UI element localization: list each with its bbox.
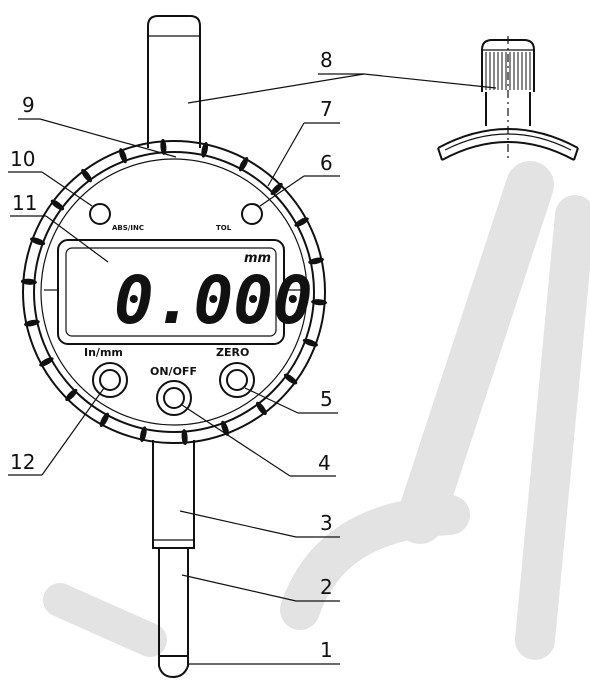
watermark [43,161,590,660]
callout-12: 12 [10,450,35,474]
callout-9: 9 [22,93,35,117]
callout-8: 8 [320,48,333,72]
in-mm-label: In/mm [84,346,123,359]
lcd-display [44,239,304,345]
stem [152,440,195,549]
bezel-notch [24,319,40,327]
bezel-notch [311,299,328,306]
lift-cap-detail [437,36,579,161]
bezel-notch [81,168,92,183]
abs-inc-button[interactable] [89,203,111,225]
callout-11: 11 [12,191,37,215]
bezel-notch [139,426,147,443]
bezel-notch [181,429,188,446]
callout-1: 1 [320,638,333,662]
callout-leaders [8,73,497,665]
callout-6: 6 [320,151,333,175]
bezel-notch [283,373,298,385]
lcd-reading: 0.000 [114,262,313,339]
bezel-notch [201,141,209,158]
contact-point [158,655,189,679]
callout-7: 7 [320,97,333,121]
abs-inc-label: ABS/INC [112,224,144,232]
zero-button[interactable] [219,362,255,398]
bezel-notch [20,278,37,285]
callout-5: 5 [320,387,333,411]
bezel-notch [99,412,110,427]
callout-2: 2 [320,575,333,599]
bezel-notch [30,237,46,246]
bezel-notch [119,148,127,164]
bezel-notch [238,157,249,172]
callout-3: 3 [320,511,333,535]
callout-10: 10 [10,147,35,171]
tol-label: TOL [216,224,232,232]
tol-button[interactable] [241,203,263,225]
on-off-label: ON/OFF [150,365,197,378]
callout-numbers: 1 2 3 4 5 6 7 8 9 10 11 12 [10,48,333,662]
spindle [158,548,189,656]
lcd-unit: mm [244,251,271,266]
callout-4: 4 [318,451,331,475]
lift-cap [147,15,201,148]
bezel-notch [65,388,78,402]
bezel-notch [39,357,54,367]
bezel-notch [270,182,283,196]
bezel-notch [221,420,229,436]
bezel-notch [160,138,167,155]
bezel-notch [302,338,318,347]
on-off-button[interactable] [156,380,192,416]
bezel [20,138,328,446]
bezel-notch [256,401,267,416]
bezel-notch [308,257,324,265]
zero-label: ZERO [216,346,249,359]
bezel-notch [294,217,309,227]
bezel-notch [50,199,65,211]
in-mm-button[interactable] [92,362,128,398]
